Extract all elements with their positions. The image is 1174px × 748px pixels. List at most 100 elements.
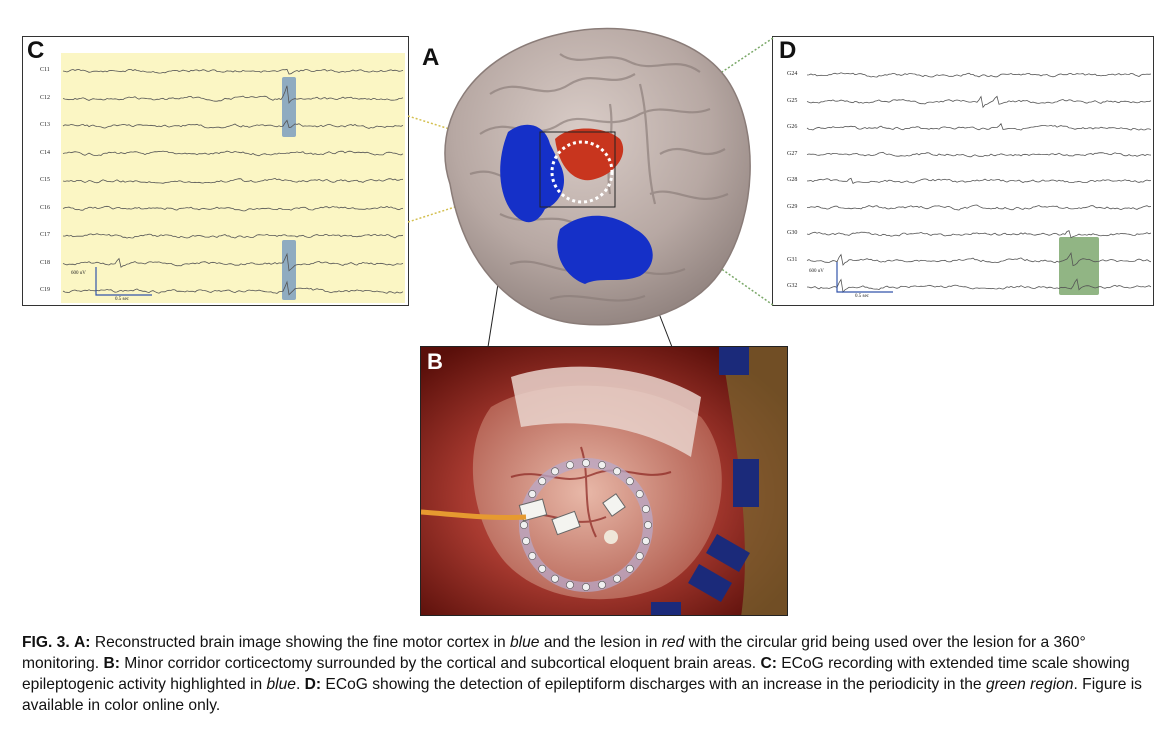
panel-d-traces xyxy=(806,72,1152,295)
caption-a-label: A: xyxy=(74,634,91,651)
caption-c-label: C: xyxy=(760,655,777,672)
panel-b-surgical-photo: B xyxy=(420,346,788,616)
panel-d-trace-G25 xyxy=(806,95,1152,109)
caption-a-blue: blue xyxy=(510,634,540,651)
panel-d-trace-G24 xyxy=(806,72,1152,78)
panel-d-channel-label: G24 xyxy=(787,71,798,77)
panel-c-channel-label: C11 xyxy=(40,67,50,73)
grid-electrode-contacts xyxy=(520,459,652,591)
retractor-clamps xyxy=(651,347,759,615)
circular-grid xyxy=(550,140,614,204)
panel-c-traces xyxy=(62,68,404,300)
electrode-contact xyxy=(644,521,652,529)
panel-c-trace-C19 xyxy=(62,280,404,296)
electrode-contact xyxy=(598,461,606,469)
electrode-contact xyxy=(538,564,547,573)
panel-a-brain-reconstruction xyxy=(444,27,751,326)
caption-d-text-2: . Figure is available in color online on… xyxy=(22,676,1142,714)
panel-c-channel-label: C14 xyxy=(40,149,51,156)
electrode-contact xyxy=(520,521,528,529)
panel-d-label: D xyxy=(779,37,797,64)
panel-c-channel-label: C18 xyxy=(40,259,51,266)
electrode-contact xyxy=(582,583,590,591)
panel-d-trace-G30 xyxy=(806,230,1152,239)
caption-c-text-2: . xyxy=(295,676,305,693)
panel-c-scale-time: 0.5 sec xyxy=(115,297,129,302)
panel-c-channel-label: C19 xyxy=(40,287,51,293)
panel-c-trace-C12 xyxy=(62,85,404,104)
caption-a-text-3: with the circular grid being used over t… xyxy=(22,634,1086,672)
panel-d-trace-G27 xyxy=(806,151,1152,158)
electrode-contact xyxy=(566,461,574,469)
panel-d-channel-label: G28 xyxy=(787,177,798,183)
panel-d-trace-G29 xyxy=(806,204,1152,211)
panel-c-channel-label: C13 xyxy=(40,122,51,128)
electrode-contact xyxy=(538,477,547,486)
panel-c-trace-C15 xyxy=(62,177,404,184)
panel-c-trace-C16 xyxy=(62,205,404,212)
panel-d-channel-label: G31 xyxy=(787,256,798,263)
panel-d-trace-G32 xyxy=(806,278,1152,294)
electrode-contact xyxy=(528,490,537,498)
panel-c-channel-label: C12 xyxy=(40,94,51,101)
electrode-contact xyxy=(625,564,634,573)
panel-c-plot-area xyxy=(61,53,405,303)
panel-d-channel-label: G32 xyxy=(787,283,798,289)
electrode-contact xyxy=(598,580,606,589)
electrode-contact xyxy=(635,552,644,560)
caption-b-text: Minor corridor corticectomy surrounded b… xyxy=(119,655,761,672)
caption-c-blue: blue xyxy=(266,676,296,693)
panel-a-label: A xyxy=(422,44,440,71)
surgical-field-illustration xyxy=(421,347,787,615)
panel-c-channel-label: C15 xyxy=(40,177,51,183)
label-tag-1 xyxy=(518,498,548,522)
lesion-region xyxy=(555,128,624,181)
caption-d-green: green region xyxy=(985,676,1074,693)
panel-d-trace-G28 xyxy=(806,177,1152,184)
electrode-contact xyxy=(551,574,559,583)
electrode-contact xyxy=(522,537,530,545)
caption-a-text-2: and the lesion in xyxy=(539,634,662,651)
panel-c-trace-C13 xyxy=(62,119,404,129)
electrode-contact xyxy=(613,467,621,476)
panel-c-trace-C17 xyxy=(62,233,404,239)
grid-zoom-box xyxy=(539,131,616,208)
dural-flap xyxy=(511,366,701,457)
panel-d-channel-label: G25 xyxy=(787,97,798,104)
electrode-contact xyxy=(635,490,644,498)
caption-fig-label: FIG. 3. xyxy=(22,634,70,651)
label-tag-3 xyxy=(602,493,626,517)
motor-cortex-region-upper xyxy=(500,124,565,223)
electrode-contact xyxy=(641,537,650,545)
caption-c-text-1: ECoG recording with extended time scale … xyxy=(22,655,1130,693)
electrode-contact xyxy=(641,505,650,513)
electrode-contact xyxy=(625,477,634,486)
panel-c-trace-C18 xyxy=(62,252,404,272)
suction-tube xyxy=(421,509,527,521)
panel-d-trace-G26 xyxy=(806,122,1152,131)
electrode-contact xyxy=(528,552,537,560)
panel-d-channel-label: G27 xyxy=(787,150,798,157)
label-tag-2 xyxy=(551,510,581,536)
panel-c-trace-C11 xyxy=(62,68,404,75)
caption-d-label: D: xyxy=(304,676,322,693)
figure-caption: FIG. 3. A: Reconstructed brain image sho… xyxy=(22,632,1157,716)
electrode-contact xyxy=(551,467,559,476)
panel-c-scale-bar xyxy=(95,267,152,296)
panel-c-trace-C14 xyxy=(62,150,404,157)
panel-c-channel-label: C16 xyxy=(40,204,51,211)
corticectomy-site xyxy=(604,530,618,544)
electrode-contact xyxy=(566,580,574,589)
caption-b-label: B: xyxy=(103,655,120,672)
panel-c-label: C xyxy=(27,37,45,64)
panel-d-channel-label: G26 xyxy=(787,124,798,130)
panel-c-highlight-upper xyxy=(282,77,296,137)
panel-d-scale-amplitude: 600 uV xyxy=(809,269,824,274)
caption-d-text-1: ECoG showing the detection of epileptifo… xyxy=(321,676,986,693)
panel-d-highlight xyxy=(1059,237,1099,295)
panel-c-channel-label: C17 xyxy=(40,232,51,238)
electrode-contact xyxy=(613,574,621,583)
panel-d-channel-label: G30 xyxy=(787,230,798,236)
